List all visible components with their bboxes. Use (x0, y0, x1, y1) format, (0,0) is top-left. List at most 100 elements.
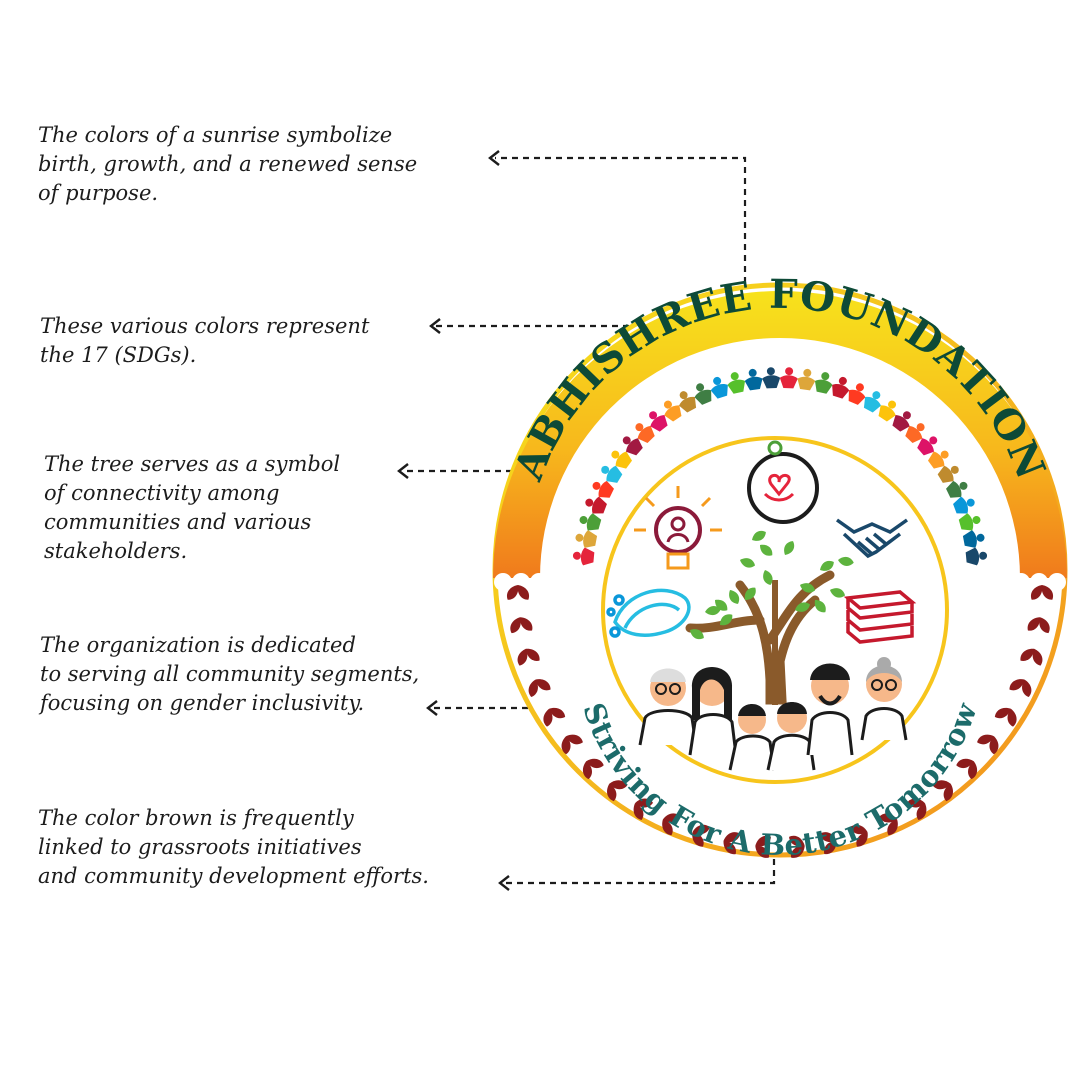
laurel-leaf (535, 679, 551, 691)
laurel-leaf (633, 803, 644, 820)
sdg-figure (679, 391, 697, 413)
laurel-leaf (824, 840, 837, 855)
tree-leaf (820, 560, 834, 571)
laurel-leaf (1020, 648, 1035, 661)
handshake-icon (835, 518, 909, 559)
arrowhead-sunrise (488, 150, 500, 166)
tree-icon (685, 530, 854, 705)
sdg-figure (663, 400, 682, 422)
tree-leaf (744, 587, 756, 601)
heart-hands-icon (747, 440, 819, 524)
clean-hands-icon (606, 588, 691, 638)
sdg-figure (579, 513, 602, 531)
person-grandmother (860, 657, 908, 741)
annotation-line: These various colors represent (40, 314, 370, 338)
laurel-leaf (723, 840, 736, 855)
tree-leaf (690, 629, 704, 640)
sdg-figure (585, 496, 607, 514)
laurel-leaf (755, 845, 770, 858)
sdg-figure (779, 367, 798, 389)
laurel-leaf (1007, 708, 1017, 727)
tree-leaf (759, 544, 773, 556)
laurel-leaf (662, 813, 681, 823)
laurel-leaf (879, 813, 898, 823)
tree-leaf (719, 614, 733, 626)
sdg-figure (962, 530, 985, 548)
laurel-leaf (692, 824, 710, 835)
arrowhead-people (426, 700, 438, 716)
tree-leaf (795, 602, 811, 612)
annotation-sunrise: The colors of a sunrise symbolize birth,… (38, 121, 417, 208)
sdg-figure (611, 450, 633, 469)
sdg-figure (572, 547, 595, 566)
sdg-figure (958, 513, 981, 531)
annotation-line: to serving all community segments, (40, 662, 420, 686)
laurel-leaf (582, 761, 592, 780)
laurel-leaf (549, 707, 566, 719)
annotation-line: The colors of a sunrise symbolize (38, 123, 393, 147)
annotation-line: of purpose. (38, 181, 159, 205)
tree-leaf (752, 530, 766, 541)
sdg-figure (878, 400, 897, 422)
annotation-line: The color brown is frequently (38, 806, 354, 830)
sdg-figure (946, 480, 968, 498)
laurel-leaf (692, 832, 704, 847)
sdg-figure (892, 411, 911, 432)
annotation-line: the 17 (SDGs). (40, 343, 197, 367)
laurel-leaf (561, 736, 571, 755)
annotation-line: of connectivity among (44, 481, 280, 505)
annotation-line: communities and various (44, 510, 312, 534)
connector-arrowheads (397, 150, 510, 891)
laurel-leaf (607, 783, 617, 802)
tree-leaf (740, 558, 756, 568)
sdg-figure (727, 372, 746, 394)
sdg-figure (905, 423, 925, 443)
laurel-leaf (662, 819, 673, 836)
laurel-leaf (586, 758, 604, 769)
sdg-figure (937, 465, 959, 483)
laurel-leaf (525, 648, 540, 661)
annotation-line: focusing on gender inclusivity. (40, 691, 365, 715)
sdg-figure (762, 367, 781, 389)
annotation-line: birth, growth, and a renewed sense (38, 152, 418, 176)
band-scallops (494, 573, 1066, 591)
tree-leaf (763, 570, 773, 586)
laurel-leaf (528, 679, 538, 697)
sdg-figure (917, 436, 938, 456)
connector-sunrise (495, 156, 747, 305)
annotation-line: The tree serves as a symbol (44, 452, 341, 476)
sdg-figure (592, 480, 614, 498)
sdg-figure (744, 368, 763, 391)
annotation-line: and community development efforts. (38, 864, 429, 888)
sunrise-band (493, 291, 1067, 578)
laurel-leaf (850, 824, 868, 835)
arrowhead-brown (498, 875, 510, 891)
sdg-figure (832, 376, 850, 399)
tree-leaf (830, 588, 846, 598)
annotation-tree: The tree serves as a symbol of connectiv… (44, 450, 340, 566)
tree-leaf (838, 556, 854, 566)
laurel-leaf (755, 835, 771, 847)
laurel-leaf (819, 832, 837, 843)
sdg-figure (953, 496, 975, 514)
laurel-leaf (1027, 617, 1041, 631)
laurel-leaf (887, 819, 898, 836)
annotation-inclusivity: The organization is dedicated to serving… (40, 631, 419, 718)
sdg-figure (863, 391, 881, 413)
person-child-boy (766, 702, 816, 771)
laurel-leaf (907, 798, 925, 808)
laurel-leaf (517, 648, 528, 666)
family-icon (638, 657, 908, 771)
annotation-line: stakeholders. (44, 539, 188, 563)
laurel-leaf (1022, 679, 1032, 697)
laurel-leaf (989, 736, 999, 755)
laurel-leaf (723, 832, 741, 843)
laurel-leaf (543, 708, 553, 727)
sdg-figure (710, 376, 728, 399)
sdg-people-arc (572, 367, 988, 566)
laurel-leaf (977, 734, 994, 745)
laurel-leaf (609, 780, 628, 790)
sdg-figure (601, 465, 623, 483)
